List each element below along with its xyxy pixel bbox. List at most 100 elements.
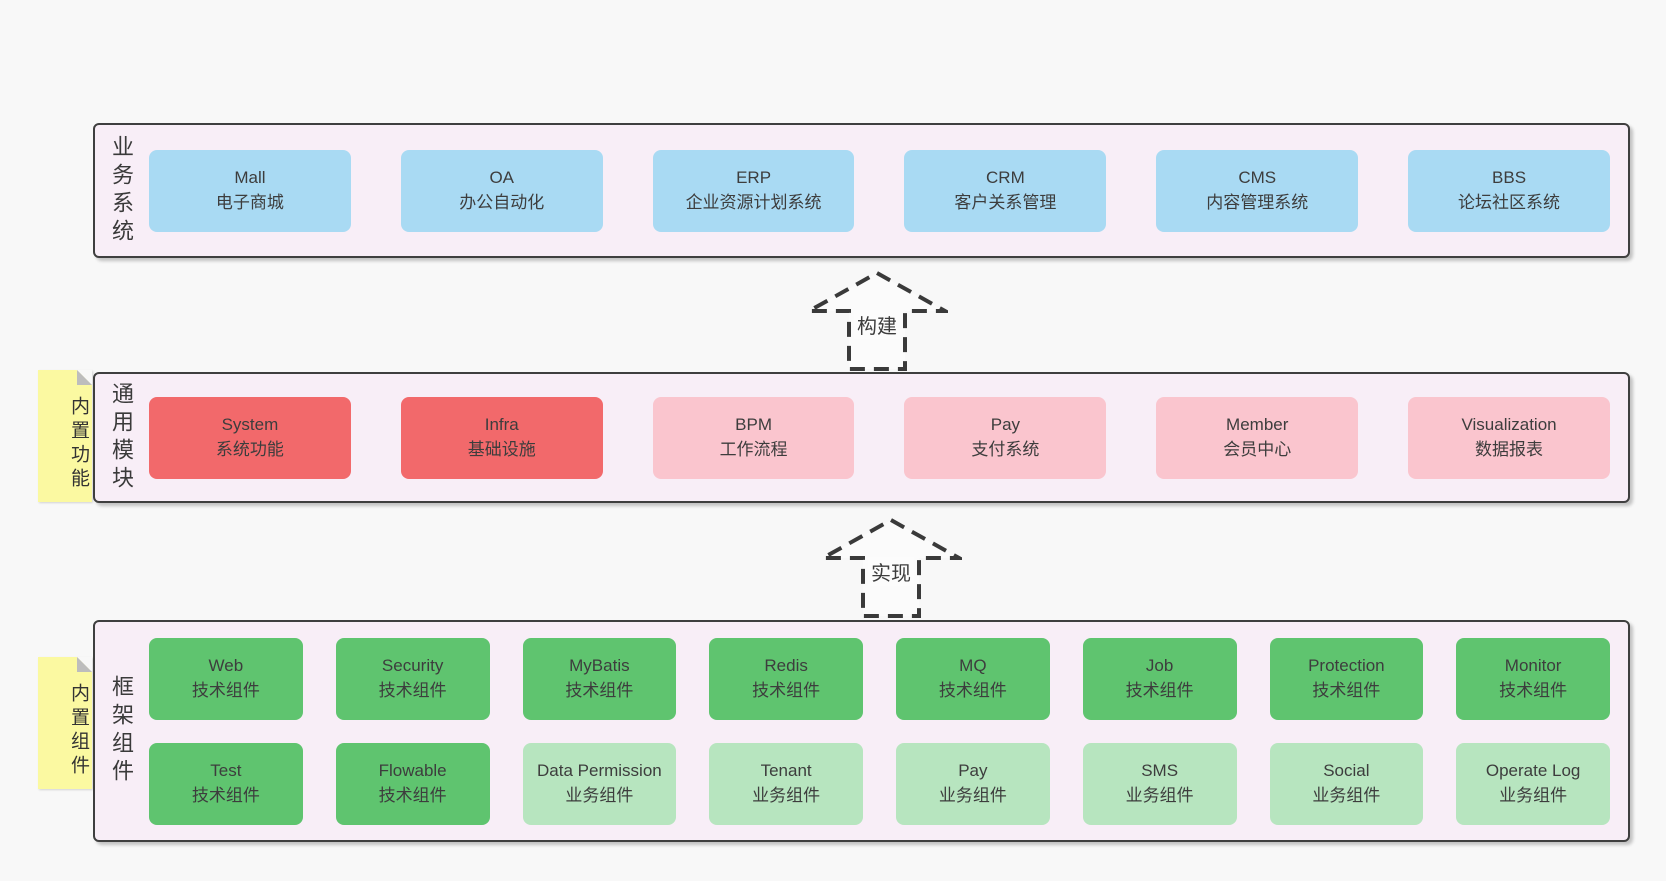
business-systems-boxes: Mall 电子商城 OA 办公自动化 ERP 企业资源计划系统 CRM 客户关系…	[137, 149, 1628, 232]
sticky-note-text: 内置组件	[68, 683, 89, 779]
framework-components-band: 框架组件 Web 技术组件 Security 技术组件 MyBatis 技术组件…	[93, 620, 1630, 842]
system-box-desc: 企业资源计划系统	[685, 192, 822, 212]
component-box-desc: 技术组件	[378, 680, 447, 700]
component-box-desc: 技术组件	[938, 680, 1007, 700]
component-box-name: Protection	[1308, 656, 1385, 676]
build-arrow-label: 构建	[854, 310, 900, 339]
component-box: Test 技术组件	[149, 742, 303, 825]
component-box-name: Monitor	[1504, 656, 1562, 676]
system-box-desc: 论坛社区系统	[1458, 192, 1561, 212]
component-box-name: Social	[1323, 761, 1370, 781]
module-box: Visualization 数据报表	[1408, 396, 1610, 479]
implement-arrow: 实现	[820, 517, 962, 619]
system-box: ERP 企业资源计划系统	[652, 149, 855, 232]
module-box-desc: 系统功能	[215, 439, 284, 459]
module-box-desc: 基础设施	[467, 439, 536, 459]
component-box: Security 技术组件	[335, 637, 490, 720]
module-box: Member 会员中心	[1156, 396, 1359, 479]
business-systems-band: 业务系统 Mall 电子商城 OA 办公自动化 ERP 企业资源计划系统 CRM…	[93, 123, 1630, 258]
module-box: BPM 工作流程	[652, 396, 855, 479]
band-label-business-systems: 业务系统	[109, 134, 134, 247]
build-arrow: 构建	[806, 270, 948, 372]
system-box: OA 办公自动化	[400, 149, 603, 232]
component-box: Flowable 技术组件	[335, 742, 490, 825]
framework-components-row-2: Test 技术组件 Flowable 技术组件 Data Permission …	[149, 742, 1610, 825]
component-box-name: MyBatis	[569, 656, 630, 676]
band-label-common-modules: 通用模块	[109, 381, 134, 494]
component-box-desc: 技术组件	[565, 680, 634, 700]
component-box-desc: 技术组件	[1499, 680, 1568, 700]
sticky-note-built-in-components: 内置组件	[38, 657, 92, 789]
system-box: BBS 论坛社区系统	[1408, 149, 1610, 232]
component-box-desc: 技术组件	[1312, 680, 1381, 700]
system-box-name: Mall	[234, 168, 266, 188]
component-box-name: Pay	[958, 761, 988, 781]
system-box-desc: 内容管理系统	[1206, 192, 1309, 212]
system-box-name: CRM	[986, 168, 1025, 188]
component-box: Web 技术组件	[149, 637, 303, 720]
component-box-desc: 技术组件	[191, 680, 260, 700]
component-box: Redis 技术组件	[709, 637, 863, 720]
component-box-name: Job	[1145, 656, 1174, 676]
system-box: CRM 客户关系管理	[904, 149, 1107, 232]
system-box: Mall 电子商城	[149, 149, 351, 232]
framework-components-boxes: Web 技术组件 Security 技术组件 MyBatis 技术组件 Redi…	[137, 637, 1628, 825]
module-box: System 系统功能	[149, 396, 351, 479]
component-box-desc: 业务组件	[1125, 785, 1194, 805]
implement-arrow-label: 实现	[868, 557, 914, 586]
module-box-name: BPM	[735, 415, 772, 435]
component-box-name: Test	[210, 761, 242, 781]
component-box: MQ 技术组件	[896, 637, 1050, 720]
common-modules-band: 通用模块 System 系统功能 Infra 基础设施 BPM 工作流程 Pay…	[93, 372, 1630, 503]
component-box: Tenant 业务组件	[709, 742, 863, 825]
component-box: Pay 业务组件	[896, 742, 1050, 825]
sticky-note-built-in-features: 内置功能	[38, 370, 92, 502]
component-box-name: Web	[208, 656, 244, 676]
component-box: Monitor 技术组件	[1456, 637, 1610, 720]
component-box-name: Tenant	[760, 761, 812, 781]
module-box-name: Member	[1226, 415, 1289, 435]
component-box-name: SMS	[1141, 761, 1179, 781]
module-box-desc: 数据报表	[1475, 439, 1544, 459]
component-box: MyBatis 技术组件	[522, 637, 677, 720]
sticky-note-text: 内置功能	[68, 396, 89, 492]
component-box-name: Redis	[764, 656, 808, 676]
component-box-desc: 技术组件	[1125, 680, 1194, 700]
module-box-desc: 会员中心	[1223, 439, 1292, 459]
component-box: Job 技术组件	[1082, 637, 1237, 720]
component-box-desc: 技术组件	[378, 785, 447, 805]
module-box-desc: 支付系统	[971, 439, 1040, 459]
component-box-desc: 技术组件	[752, 680, 821, 700]
component-box-name: MQ	[959, 656, 987, 676]
module-box-name: Visualization	[1461, 415, 1557, 435]
system-box-name: BBS	[1492, 168, 1527, 188]
framework-components-row-1: Web 技术组件 Security 技术组件 MyBatis 技术组件 Redi…	[149, 637, 1610, 720]
component-box: Operate Log 业务组件	[1456, 742, 1610, 825]
component-box: Data Permission 业务组件	[522, 742, 677, 825]
component-box-name: Data Permission	[537, 761, 662, 781]
system-box-desc: 客户关系管理	[954, 192, 1057, 212]
component-box: Protection 技术组件	[1269, 637, 1424, 720]
module-box-name: Infra	[484, 415, 519, 435]
system-box-name: CMS	[1238, 168, 1277, 188]
band-label-framework-components: 框架组件	[109, 675, 134, 787]
component-box-desc: 业务组件	[565, 785, 634, 805]
module-box: Infra 基础设施	[400, 396, 603, 479]
component-box-name: Flowable	[378, 761, 447, 781]
common-modules-boxes: System 系统功能 Infra 基础设施 BPM 工作流程 Pay 支付系统…	[137, 396, 1628, 479]
component-box-desc: 业务组件	[1312, 785, 1381, 805]
component-box-desc: 业务组件	[938, 785, 1007, 805]
system-box: CMS 内容管理系统	[1156, 149, 1359, 232]
component-box: Social 业务组件	[1269, 742, 1424, 825]
module-box-desc: 工作流程	[719, 439, 788, 459]
component-box-desc: 业务组件	[752, 785, 821, 805]
component-box-name: Security	[381, 656, 444, 676]
component-box-desc: 业务组件	[1499, 785, 1568, 805]
module-box-name: Pay	[990, 415, 1021, 435]
component-box: SMS 业务组件	[1082, 742, 1237, 825]
system-box-desc: 办公自动化	[459, 192, 545, 212]
component-box-desc: 技术组件	[191, 785, 260, 805]
system-box-name: OA	[489, 168, 515, 188]
system-box-desc: 电子商城	[215, 192, 284, 212]
component-box-name: Operate Log	[1485, 761, 1581, 781]
